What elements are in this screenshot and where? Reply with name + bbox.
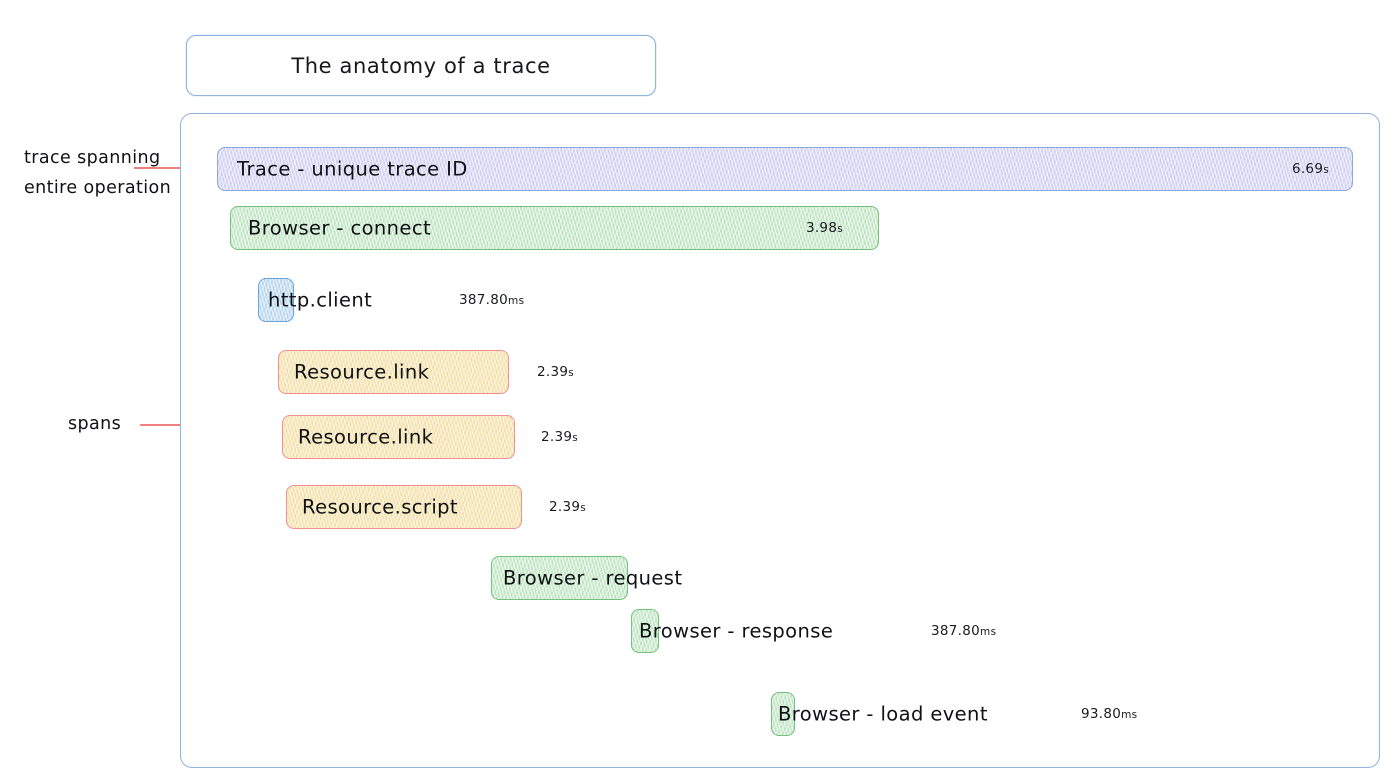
- trace-annotation-label: trace spanning entire operation: [24, 148, 172, 198]
- span-row-resource-link-2[interactable]: Resource.link 2.39s: [282, 415, 702, 459]
- span-duration-browser-load: 93.80ms: [1081, 706, 1138, 722]
- spans-annotation-label: spans: [68, 414, 122, 434]
- span-row-http-client[interactable]: http.client 387.80ms: [258, 278, 588, 322]
- span-label-trace-root: Trace - unique trace ID: [237, 157, 468, 181]
- trace-waterfall-container: Trace - unique trace ID 6.69s Browser - …: [180, 113, 1380, 768]
- span-row-resource-link-1[interactable]: Resource.link 2.39s: [278, 350, 698, 394]
- trace-leader-line: [134, 167, 206, 169]
- title-box: The anatomy of a trace: [186, 35, 656, 96]
- span-duration-browser-response: 387.80ms: [931, 623, 997, 639]
- span-label-resource-link-1: Resource.link: [294, 360, 430, 384]
- span-label-browser-connect: Browser - connect: [248, 216, 431, 240]
- span-duration-resource-script: 2.39s: [549, 499, 587, 515]
- span-bar-trace-root[interactable]: [217, 147, 1353, 191]
- span-bar-browser-load[interactable]: [771, 692, 795, 736]
- span-row-resource-script[interactable]: Resource.script 2.39s: [286, 485, 716, 529]
- span-bar-resource-link-1[interactable]: [278, 350, 509, 394]
- span-duration-resource-link-2: 2.39s: [541, 429, 579, 445]
- span-label-resource-link-2: Resource.link: [298, 425, 434, 449]
- span-row-browser-connect[interactable]: Browser - connect 3.98s: [230, 206, 879, 250]
- span-bar-resource-link-2[interactable]: [282, 415, 515, 459]
- span-label-browser-response: Browser - response: [639, 619, 834, 643]
- span-duration-browser-connect: 3.98s: [805, 220, 843, 236]
- span-row-browser-response[interactable]: Browser - response 387.80ms: [631, 609, 1061, 653]
- span-label-browser-load: Browser - load event: [778, 702, 988, 726]
- span-duration-resource-link-1: 2.39s: [537, 364, 575, 380]
- span-label-resource-script: Resource.script: [302, 495, 458, 519]
- span-label-browser-request: Browser - request: [503, 566, 683, 590]
- spans-leader-line: [140, 424, 212, 426]
- span-bar-browser-connect[interactable]: [230, 206, 879, 250]
- page-title: The anatomy of a trace: [291, 53, 551, 78]
- span-bar-resource-script[interactable]: [286, 485, 522, 529]
- span-row-browser-load[interactable]: Browser - load event 93.80ms: [771, 692, 1251, 736]
- span-bar-browser-response[interactable]: [631, 609, 659, 653]
- span-duration-trace-root: 6.69s: [1291, 161, 1329, 177]
- span-label-http-client: http.client: [268, 288, 373, 312]
- span-bar-browser-request[interactable]: [491, 556, 628, 600]
- span-duration-http-client: 387.80ms: [459, 292, 525, 308]
- span-row-browser-request[interactable]: Browser - request: [491, 556, 811, 600]
- span-row-trace-root[interactable]: Trace - unique trace ID 6.69s: [217, 147, 1353, 191]
- span-bar-http-client[interactable]: [258, 278, 294, 322]
